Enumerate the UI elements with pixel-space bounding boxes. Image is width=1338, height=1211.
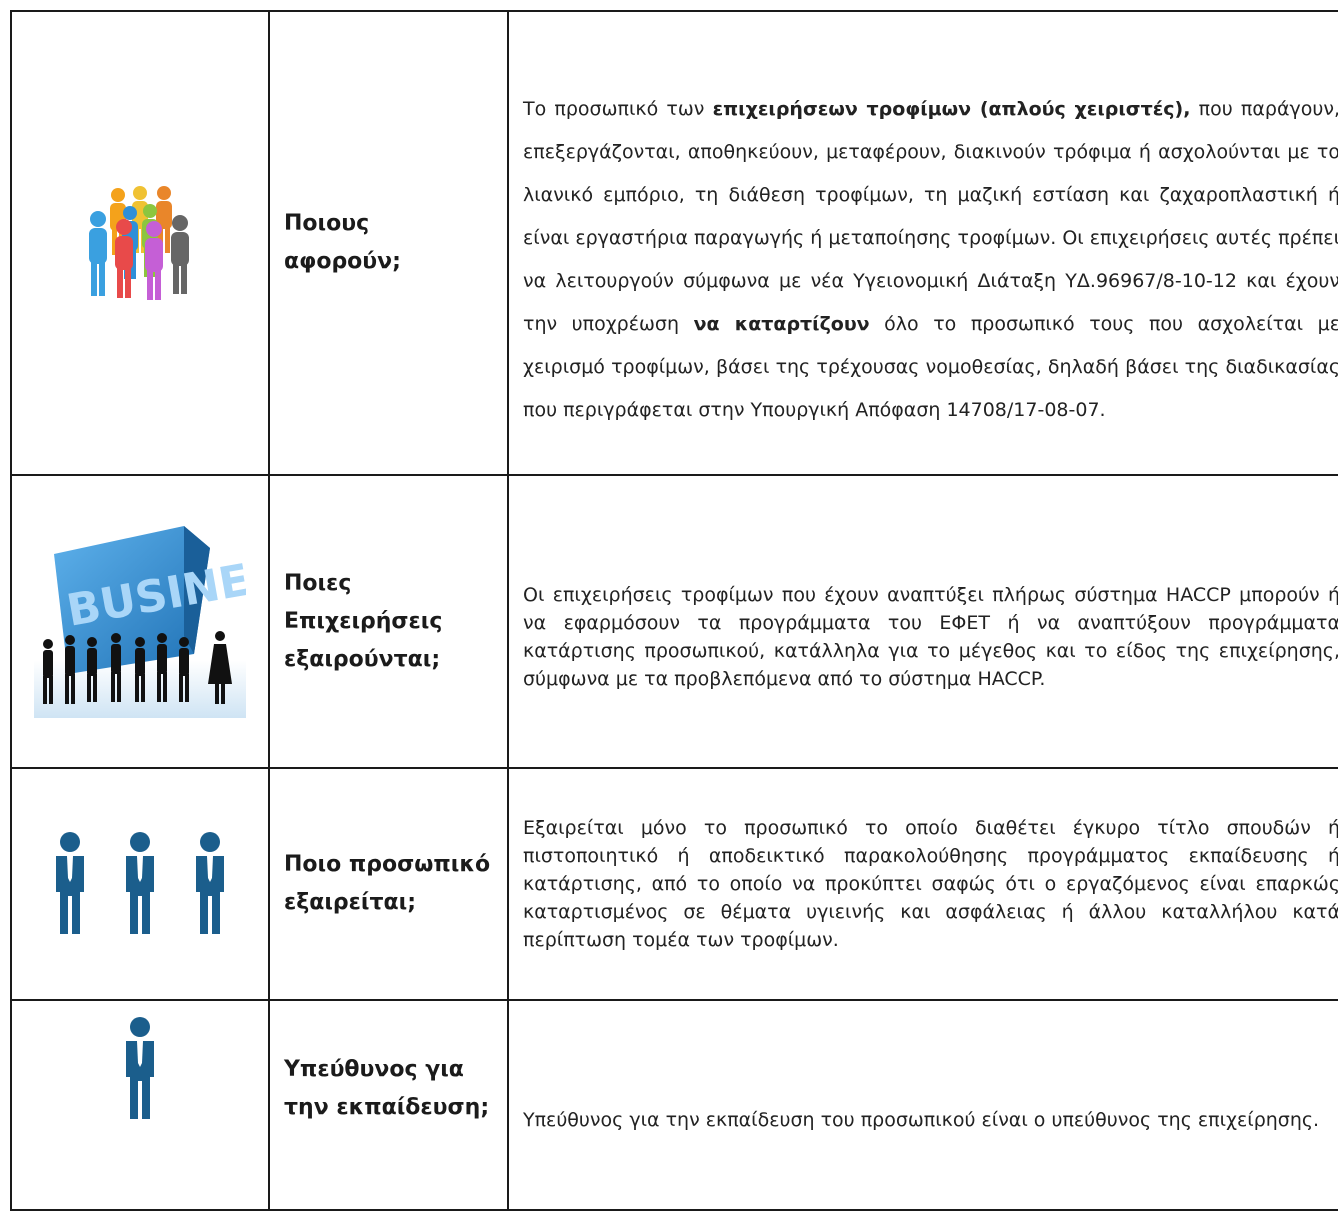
answer-text: Το προσωπικό των [523,97,713,120]
image-cell [10,999,270,1211]
table-row: Ποιο προσωπικό εξαιρείται; Εξαιρείται μό… [10,767,1338,1001]
answer-text: όλο το προσωπικό τους που ασχολείται με … [523,312,1338,421]
question-cell: Υπεύθυνος για την εκπαίδευση; [268,999,509,1211]
image-cell: BUSINESS [10,474,270,769]
question-cell: Ποιο προσωπικό εξαιρείται; [268,767,509,1001]
answer-cell: Υπεύθυνος για την εκπαίδευση του προσωπι… [507,999,1338,1211]
table-row: BUSINESS Ποιες Επιχειρήσεις εξαιρούνται;… [10,474,1338,769]
answer-text: που παράγουν, επεξεργάζονται, αποθηκεύου… [523,97,1338,335]
table-row: Υπεύθυνος για την εκπαίδευση; Υπεύθυνος … [10,999,1338,1211]
info-table: Ποιους αφορούν; Το προσωπικό των επιχειρ… [10,10,1338,1211]
image-cell [10,767,270,1001]
colorful-people-group-icon [89,186,189,300]
answer-cell: Εξαιρείται μόνο το προσωπικό το οποίο δι… [507,767,1338,1001]
answer-bold-text: να καταρτίζουν [693,312,870,335]
answer-text: Υπεύθυνος για την εκπαίδευση του προσωπι… [523,1109,1320,1131]
question-cell: Ποιους αφορούν; [268,10,509,476]
three-businessmen-icon [56,832,224,934]
image-cell [10,10,270,476]
answer-bold-text: επιχειρήσεων τροφίμων (απλούς χειριστές)… [712,97,1191,120]
answer-cell: Το προσωπικό των επιχειρήσεων τροφίμων (… [507,10,1338,476]
business-people-image: BUSINESS [34,525,246,718]
table-row: Ποιους αφορούν; Το προσωπικό των επιχειρ… [10,10,1338,476]
businessman-icon [126,1017,154,1119]
question-cell: Ποιες Επιχειρήσεις εξαιρούνται; [268,474,509,769]
answer-cell: Οι επιχειρήσεις τροφίμων που έχουν αναπτ… [507,474,1338,769]
answer-text: Οι επιχειρήσεις τροφίμων που έχουν αναπτ… [523,583,1338,690]
